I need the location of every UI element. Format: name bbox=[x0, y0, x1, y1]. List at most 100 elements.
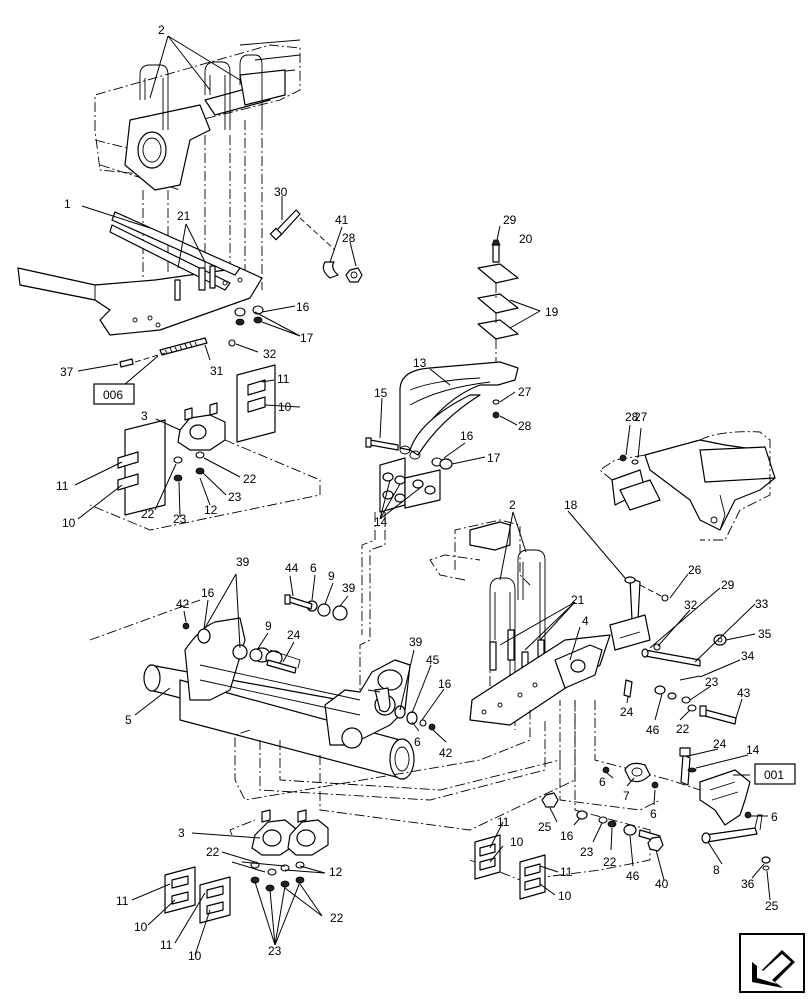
washers-14-center bbox=[379, 457, 441, 513]
callout: 11 bbox=[277, 372, 290, 386]
callout: 23 bbox=[228, 490, 242, 504]
callout: 43 bbox=[737, 686, 751, 700]
callout: 25 bbox=[538, 820, 552, 834]
shim-plates-upper bbox=[117, 364, 276, 516]
callout: 15 bbox=[374, 386, 388, 400]
callout: 6 bbox=[310, 561, 317, 575]
nuts-27-28-right bbox=[619, 454, 639, 465]
callout: 41 bbox=[335, 213, 349, 227]
spacer-plates-19-20 bbox=[477, 263, 519, 370]
callout: 6 bbox=[771, 810, 778, 824]
callout: 14 bbox=[746, 743, 760, 757]
hitch-bar-13 bbox=[399, 361, 519, 460]
pin-26 bbox=[639, 584, 669, 602]
clamps-3-bottom bbox=[229, 809, 329, 856]
callout: 10 bbox=[278, 400, 292, 414]
callout: 44 bbox=[285, 561, 299, 575]
callout-labels: 2 1 21 30 41 28 29 20 19 16 17 32 31 37 … bbox=[56, 23, 779, 963]
callout: 39 bbox=[236, 555, 250, 569]
bolt-30 bbox=[269, 209, 336, 251]
nuts-22-23-left bbox=[173, 451, 205, 482]
bolt-44 bbox=[284, 594, 313, 610]
callout: 28 bbox=[342, 231, 356, 245]
callout: 23 bbox=[580, 845, 594, 859]
bolts-21-upper bbox=[174, 265, 216, 301]
callout: 6 bbox=[599, 775, 606, 789]
callout: 13 bbox=[413, 356, 427, 370]
callout: 22 bbox=[206, 845, 220, 859]
callout: 39 bbox=[409, 635, 423, 649]
callout: 46 bbox=[626, 869, 640, 883]
callout: 30 bbox=[274, 185, 288, 199]
callout: 2 bbox=[158, 23, 165, 37]
callout: 21 bbox=[571, 593, 585, 607]
shims-bottom bbox=[164, 834, 546, 924]
callout: 45 bbox=[426, 653, 440, 667]
callout: 9 bbox=[265, 619, 272, 633]
callout: 10 bbox=[134, 920, 148, 934]
drawbar-frame bbox=[17, 211, 263, 336]
callout: 32 bbox=[684, 598, 698, 612]
callout: 3 bbox=[141, 409, 148, 423]
callout: 5 bbox=[125, 713, 132, 727]
callout: 10 bbox=[188, 949, 202, 963]
callout: 10 bbox=[62, 516, 76, 530]
right-hub-parts bbox=[367, 687, 436, 731]
callout: 11 bbox=[56, 479, 69, 493]
callout: 22 bbox=[141, 507, 155, 521]
nuts-27-28-center bbox=[492, 399, 500, 419]
bolt-24-right bbox=[679, 747, 691, 786]
bolt-43 bbox=[699, 705, 737, 725]
nut-6-a bbox=[602, 766, 610, 774]
back-arrow-icon[interactable] bbox=[739, 933, 805, 993]
callout: 34 bbox=[741, 649, 755, 663]
leader-lines bbox=[74, 35, 771, 956]
callout: 22 bbox=[243, 472, 257, 486]
callout: 16 bbox=[438, 677, 452, 691]
pin-31 bbox=[159, 337, 208, 356]
reference-box-006[interactable]: 006 bbox=[93, 383, 135, 405]
callout: 16 bbox=[560, 829, 574, 843]
callout: 22 bbox=[676, 722, 690, 736]
nut-42-left bbox=[182, 622, 190, 630]
callout: 23 bbox=[173, 512, 187, 526]
callout: 29 bbox=[503, 213, 517, 227]
callout: 21 bbox=[177, 209, 191, 223]
callout: 27 bbox=[634, 410, 648, 424]
callout: 42 bbox=[176, 597, 190, 611]
callout: 40 bbox=[655, 877, 669, 891]
nuts-22-23-bottom bbox=[250, 861, 305, 892]
u-bolts-upper bbox=[139, 54, 263, 130]
callout: 3 bbox=[178, 826, 185, 840]
callout: 18 bbox=[564, 498, 578, 512]
reference-box-001[interactable]: 001 bbox=[754, 763, 796, 785]
callout: 28 bbox=[625, 410, 639, 424]
bolt-24-left bbox=[266, 659, 297, 674]
callout: 33 bbox=[755, 597, 769, 611]
callout: 24 bbox=[713, 737, 727, 751]
nuts-36-25-right bbox=[761, 856, 771, 871]
callout: 31 bbox=[210, 364, 224, 378]
callout: 26 bbox=[688, 563, 702, 577]
clip-32 bbox=[228, 339, 236, 347]
callout: 22 bbox=[603, 855, 617, 869]
reference-001-label: 001 bbox=[764, 768, 784, 782]
spring-7 bbox=[624, 762, 651, 783]
callout: 8 bbox=[713, 863, 720, 877]
shaft-33 bbox=[641, 648, 701, 667]
nut-6-b bbox=[651, 781, 659, 789]
callout: 1 bbox=[64, 197, 71, 211]
callout: 16 bbox=[460, 429, 474, 443]
nut-28-top bbox=[345, 267, 363, 283]
nut-6-c bbox=[744, 811, 752, 819]
callout: 12 bbox=[329, 865, 343, 879]
callout: 7 bbox=[623, 789, 630, 803]
callout: 2 bbox=[509, 498, 516, 512]
callout: 42 bbox=[439, 746, 453, 760]
callout: 11 bbox=[497, 815, 510, 829]
callout: 17 bbox=[300, 331, 314, 345]
pin-8 bbox=[701, 814, 763, 844]
callout: 39 bbox=[342, 581, 356, 595]
callout: 37 bbox=[60, 365, 74, 379]
callout: 24 bbox=[620, 705, 634, 719]
